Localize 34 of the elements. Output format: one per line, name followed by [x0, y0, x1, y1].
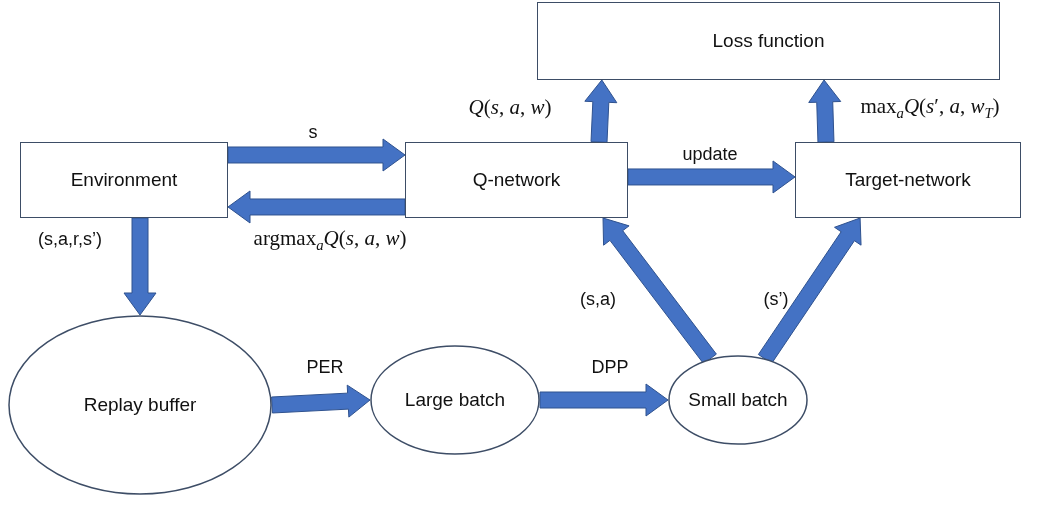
node-label: Target-network [845, 169, 971, 191]
node-label: Replay buffer [83, 394, 197, 416]
ellipse-node [668, 355, 808, 445]
block-arrow [757, 217, 862, 364]
block-arrow [602, 217, 717, 365]
block-arrow [271, 384, 371, 418]
edge-label: update [682, 145, 738, 165]
block-arrow [227, 138, 406, 172]
ellipse-node [370, 345, 540, 455]
edge-label: s [308, 123, 318, 143]
edge-label: DPP [591, 358, 629, 378]
edge-label: (s’) [763, 290, 789, 310]
block-arrow [584, 79, 618, 143]
edge-label: (s,a) [580, 290, 616, 310]
edge-label: PER [306, 358, 344, 378]
node-label: Q-network [472, 169, 561, 191]
node-label: Large batch [404, 389, 506, 411]
block-arrow [123, 217, 157, 316]
edge-label: argmax$_{a}$Q(s, a, w) [253, 226, 407, 254]
block-arrow [227, 190, 406, 224]
edge-label: Q(s, a, w) [468, 96, 552, 120]
block-arrow [627, 160, 796, 194]
ellipse-node [8, 315, 272, 495]
process-box [20, 142, 228, 218]
block-arrow [539, 383, 669, 417]
node-label: Loss function [712, 30, 825, 52]
process-box [405, 142, 628, 218]
node-label: Environment [70, 169, 178, 191]
process-box [795, 142, 1021, 218]
edge-label: max$_{a}$Q(s′, a, w$_{T}$) [860, 94, 1000, 122]
block-arrow [808, 79, 842, 143]
edge-label: (s,a,r,s’) [38, 230, 102, 250]
node-label: Small batch [688, 389, 788, 411]
process-box [537, 2, 1000, 80]
